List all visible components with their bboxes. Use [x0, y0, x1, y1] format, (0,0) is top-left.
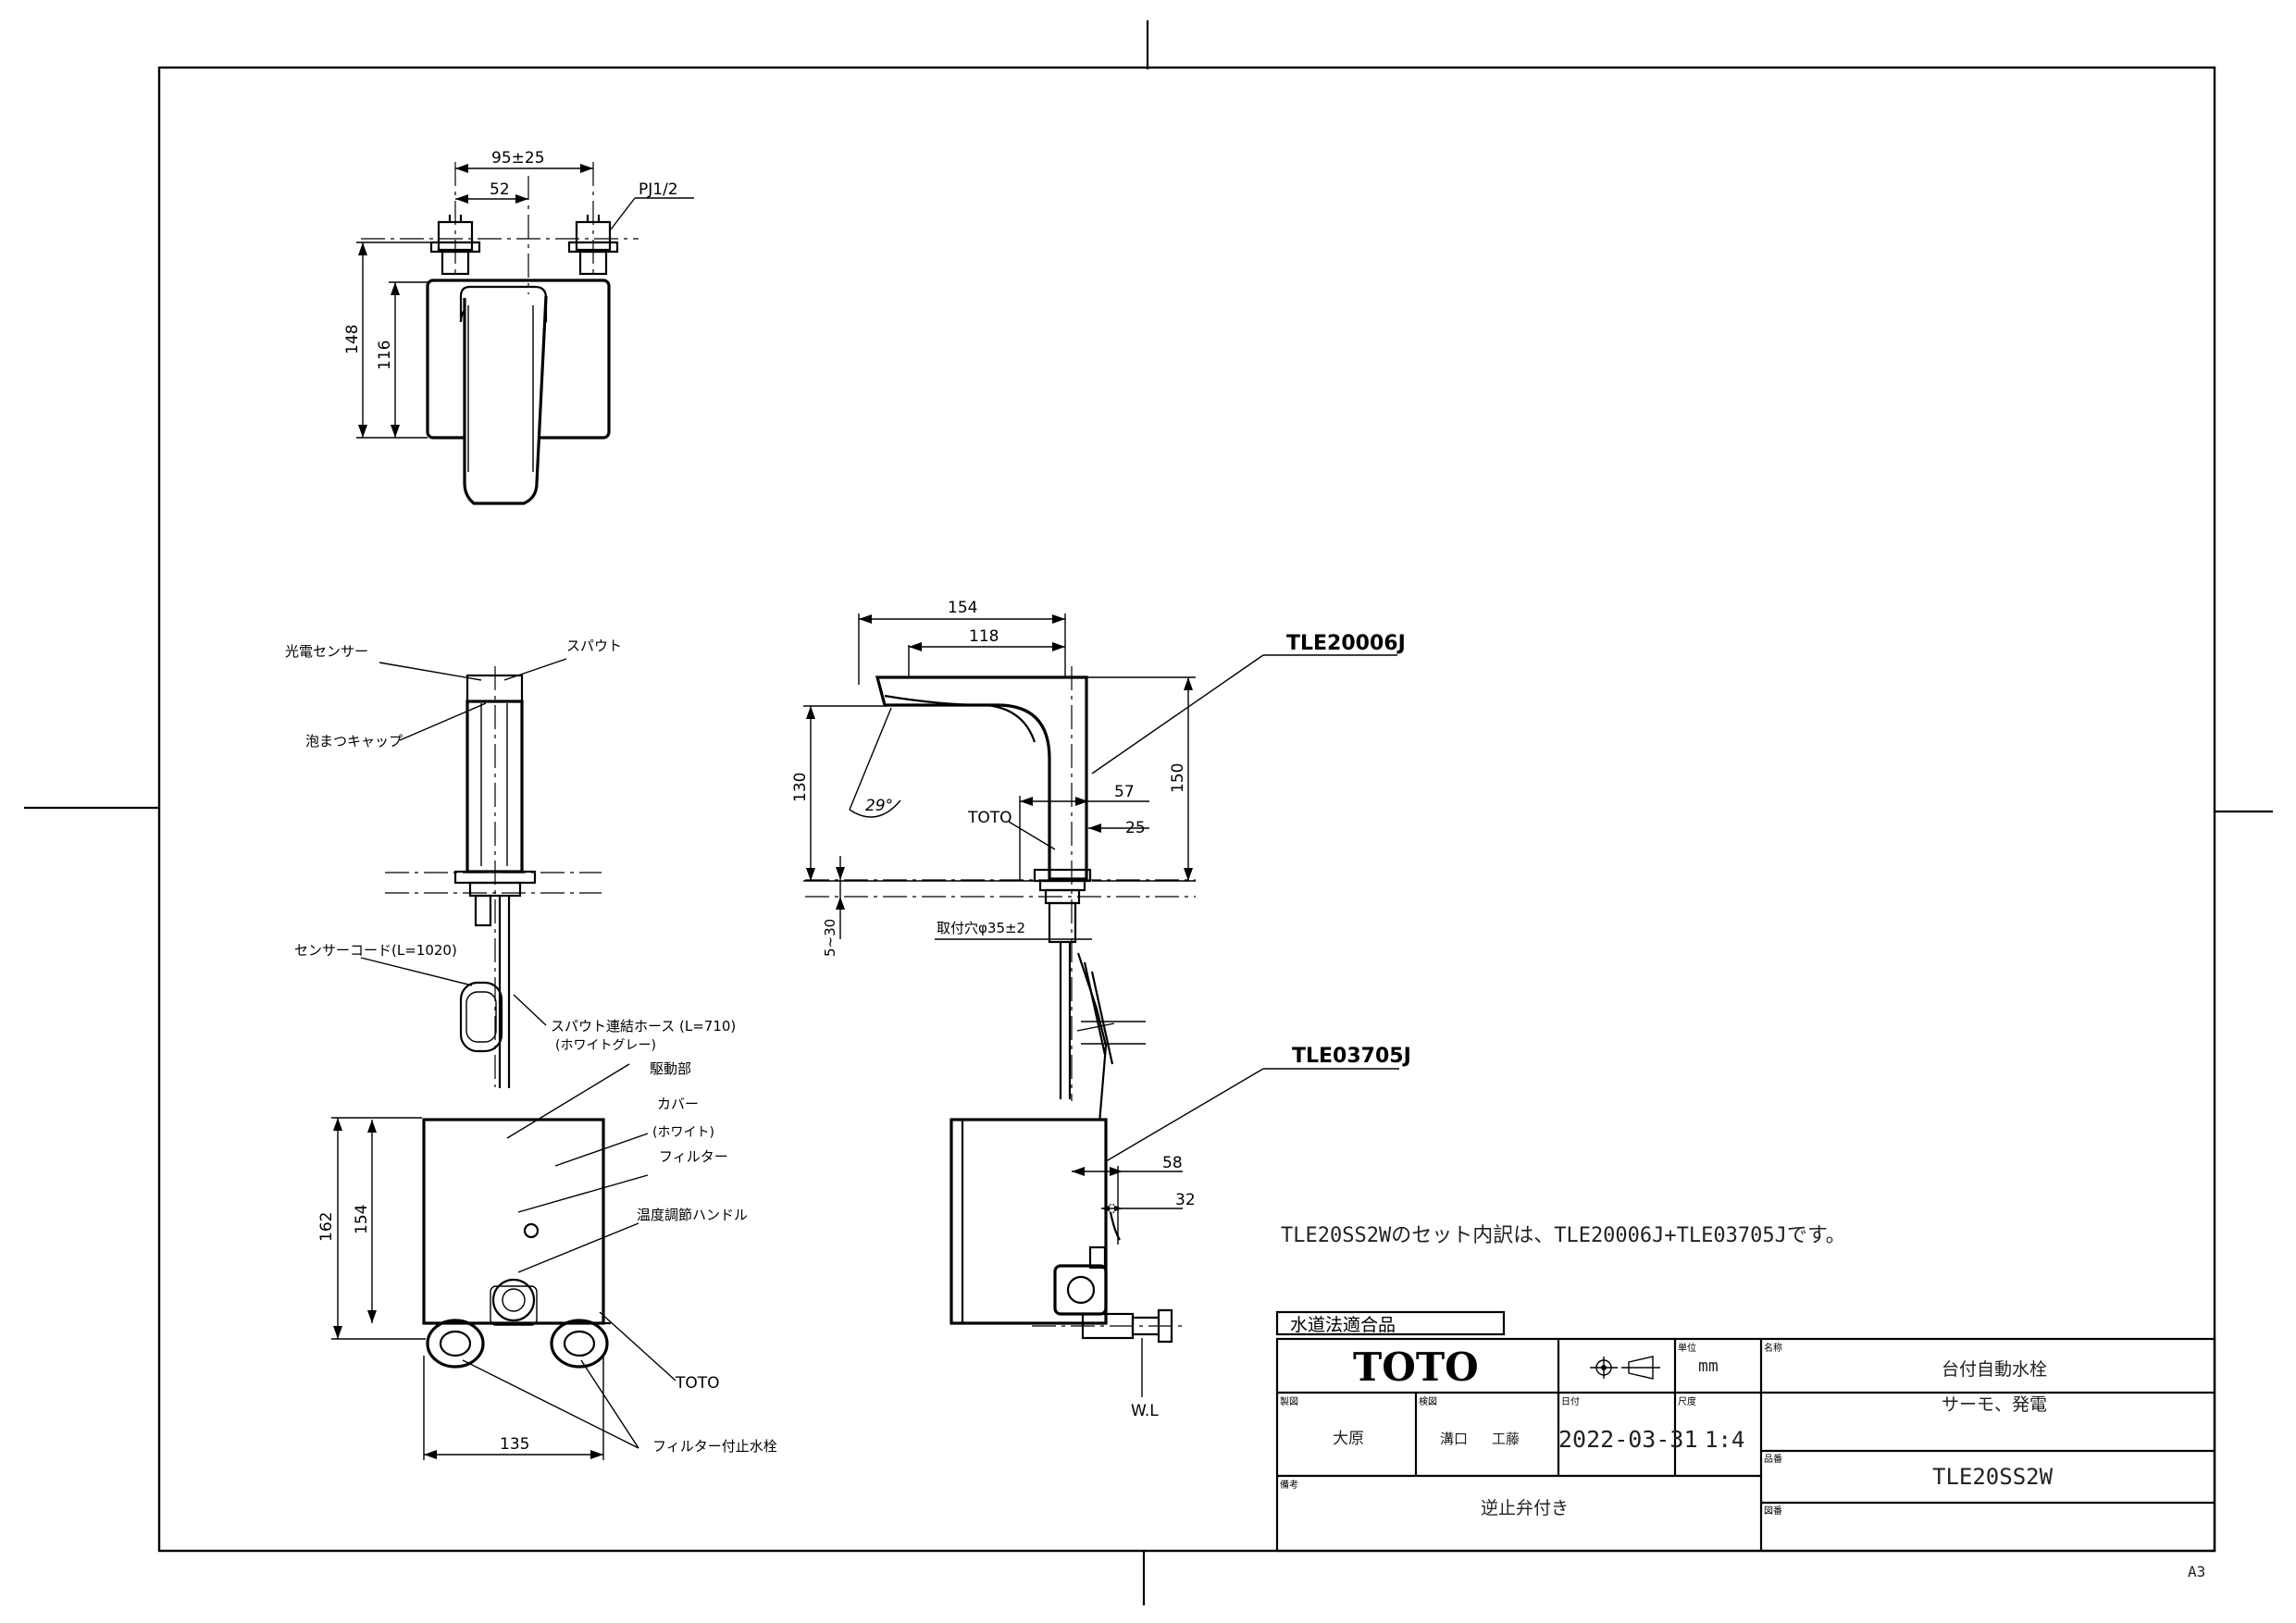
dim-57: 57 — [1114, 783, 1135, 801]
dim-150: 150 — [1169, 763, 1187, 793]
dim-58: 58 — [1162, 1154, 1183, 1172]
dim-116: 116 — [376, 341, 394, 370]
label-hose-color: (ホワイトグレー) — [555, 1038, 656, 1053]
label-filter: フィルター — [659, 1148, 728, 1165]
product-value: TLE20SS2W — [1932, 1464, 2054, 1490]
label-drive: 駆動部 — [650, 1060, 691, 1077]
label-hose: スパウト連結ホース (L=710) — [551, 1018, 736, 1035]
checked-label: 検図 — [1419, 1395, 1437, 1407]
remarks-label: 備考 — [1280, 1479, 1298, 1491]
dim-130: 130 — [791, 773, 810, 802]
dim-pj: PJ1/2 — [639, 180, 678, 199]
label-stop-valve: フィルター付止水栓 — [652, 1438, 777, 1455]
label-cover-color: (ホワイト) — [652, 1125, 714, 1140]
dim-154-front: 154 — [353, 1205, 371, 1234]
label-sensor: 光電センサー — [285, 643, 368, 660]
label-spout: スパウト — [566, 638, 622, 654]
label-aerator: 泡まつキャップ — [305, 733, 403, 750]
title-block — [1275, 1310, 2216, 1553]
checked-value-2: 工藤 — [1492, 1431, 1520, 1447]
unit-value: mm — [1698, 1357, 1719, 1376]
dim-162: 162 — [317, 1212, 336, 1242]
label-temp-handle: 温度調節ハンドル — [637, 1207, 748, 1223]
model-tle03705j: TLE03705J — [1292, 1045, 1411, 1068]
front-view — [331, 658, 676, 1460]
name-label: 名称 — [1764, 1342, 1782, 1354]
checked-value-1: 溝口 — [1440, 1431, 1468, 1447]
date-label: 日付 — [1561, 1395, 1580, 1407]
label-hole: 取付穴φ35±2 — [937, 920, 1025, 936]
remarks-value: 逆止弁付き — [1481, 1498, 1569, 1518]
drawing-border — [157, 66, 2216, 1553]
label-sensor-cord: センサーコード(L=1020) — [294, 942, 457, 959]
unit-label: 単位 — [1678, 1342, 1696, 1354]
label-cover: カバー — [657, 1096, 699, 1112]
dim-135: 135 — [500, 1435, 529, 1454]
drawn-value: 大原 — [1333, 1430, 1364, 1448]
name-sub: サーモ、発電 — [1942, 1394, 2047, 1415]
scale-value: 1:4 — [1705, 1427, 1744, 1453]
dim-118: 118 — [969, 627, 999, 646]
set-breakdown-note: TLE20SS2Wのセット内訳は、TLE20006J+TLE03705Jです。 — [1281, 1224, 1846, 1247]
dim-25: 25 — [1125, 819, 1146, 837]
dim-154-side: 154 — [948, 599, 977, 617]
dim-95: 95±25 — [491, 149, 545, 167]
drawn-label: 製図 — [1280, 1395, 1298, 1407]
scale-label: 尺度 — [1678, 1395, 1696, 1407]
dim-32: 32 — [1175, 1191, 1196, 1209]
name-value: 台付自動水栓 — [1942, 1359, 2047, 1380]
sheet-size: A3 — [2188, 1563, 2205, 1580]
dim-5-30: 5~30 — [822, 919, 838, 957]
dim-148: 148 — [343, 325, 362, 354]
toto-logo: TOTO — [1353, 1344, 1479, 1390]
top-view — [356, 162, 694, 505]
angle-29: 29° — [865, 797, 893, 815]
model-tle20006j: TLE20006J — [1286, 632, 1406, 655]
label-wl: W.L — [1131, 1402, 1159, 1420]
date-value: 2022-03-31 — [1558, 1426, 1698, 1453]
side-view — [803, 613, 1399, 1397]
product-label: 品番 — [1764, 1454, 1782, 1465]
label-toto-side: TOTO — [967, 809, 1012, 827]
approval-label: 水道法適合品 — [1290, 1315, 1396, 1335]
dim-52: 52 — [490, 180, 510, 199]
label-toto-mark: TOTO — [675, 1374, 720, 1393]
drawing-no-label: 図番 — [1764, 1505, 1782, 1517]
